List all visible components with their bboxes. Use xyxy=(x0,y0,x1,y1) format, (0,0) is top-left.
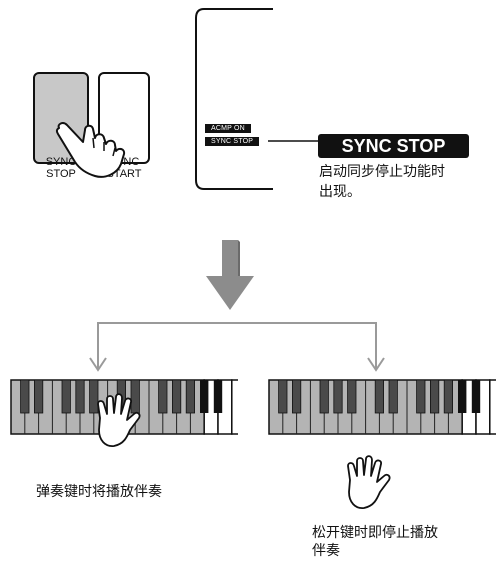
raised-hand-icon xyxy=(347,455,391,509)
right-caption-line2: 伴奏 xyxy=(312,543,340,559)
sync-stop-caption-line2: 出现。 xyxy=(319,184,361,200)
black-key xyxy=(471,380,481,413)
black-key xyxy=(374,379,384,414)
right-caption-line1: 松开键时即停止播放 xyxy=(312,525,438,541)
white-key xyxy=(489,379,496,435)
black-key xyxy=(319,379,329,414)
sync-stop-indicator: SYNC STOP xyxy=(205,137,260,146)
black-key xyxy=(20,379,30,414)
black-key xyxy=(213,380,223,413)
black-key xyxy=(416,379,426,414)
black-key xyxy=(291,379,302,414)
black-key xyxy=(75,379,85,414)
keyboard-right xyxy=(268,379,496,435)
black-key xyxy=(158,379,168,414)
sync-stop-display-label: SYNC STOP xyxy=(318,134,469,158)
black-key xyxy=(333,379,343,414)
sync-stop-button[interactable] xyxy=(33,72,89,164)
acmp-on-indicator: ACMP ON xyxy=(205,124,251,133)
black-key xyxy=(458,380,467,413)
playing-hand-icon xyxy=(97,393,141,447)
black-key xyxy=(278,379,288,414)
down-arrow-icon xyxy=(206,240,254,310)
black-key xyxy=(89,379,99,414)
sync-stop-caption-line1: 启动同步停止功能时 xyxy=(319,164,445,180)
black-key xyxy=(33,379,44,414)
black-key xyxy=(443,379,453,414)
sync-stop-button-label: SYNC STOP xyxy=(33,156,89,180)
black-key xyxy=(200,380,209,413)
callout-line xyxy=(268,140,318,142)
black-key xyxy=(61,379,71,414)
black-key xyxy=(347,379,357,414)
display-frame xyxy=(195,8,273,190)
black-key xyxy=(171,379,182,414)
sync-stop-label-line2: STOP xyxy=(46,168,76,180)
left-caption: 弹奏键时将播放伴奏 xyxy=(36,484,162,500)
branch-arrows xyxy=(89,322,385,372)
black-key xyxy=(429,379,440,414)
black-key xyxy=(185,379,195,414)
white-key xyxy=(231,379,238,435)
black-key xyxy=(388,379,398,414)
sync-stop-label-line1: SYNC xyxy=(45,156,77,168)
pressing-hand-icon xyxy=(55,122,126,178)
